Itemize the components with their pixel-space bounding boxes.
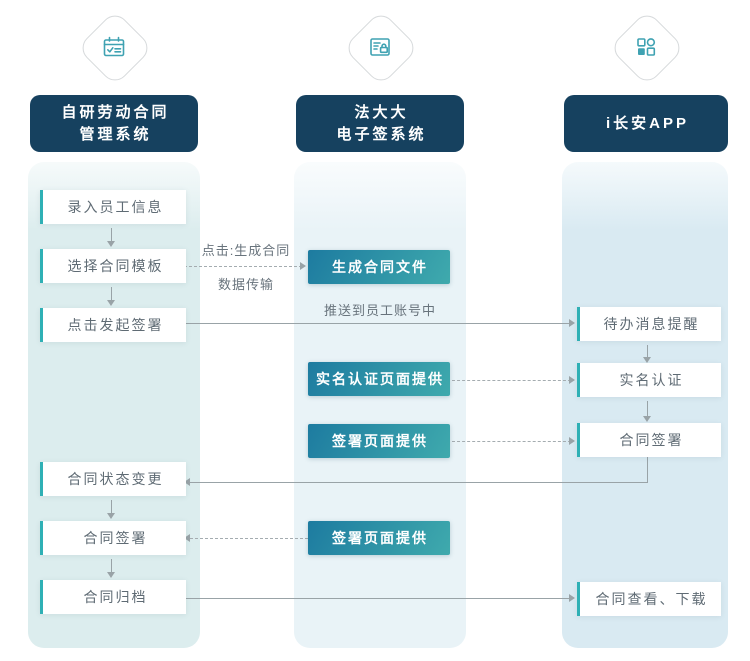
connector-sign-page-to-app-sign bbox=[452, 441, 571, 442]
step-select-contract-template: 选择合同模板 bbox=[40, 249, 186, 283]
step-contract-view-download: 合同查看、下载 bbox=[577, 582, 721, 616]
app-grid-icon bbox=[637, 38, 656, 56]
step-contract-status-change: 合同状态变更 bbox=[40, 462, 186, 496]
arrowhead-right-icon bbox=[300, 262, 306, 270]
connector-app-sign-elbow-vertical bbox=[647, 457, 648, 482]
arrowhead-down-icon bbox=[643, 357, 651, 363]
lane-fadada-background bbox=[294, 162, 466, 648]
step-realname-auth: 实名认证 bbox=[577, 363, 721, 397]
lane-header-ichangan: i长安APP bbox=[564, 95, 728, 152]
arrowhead-left-icon bbox=[184, 478, 190, 486]
step-contract-sign-system: 合同签署 bbox=[40, 521, 186, 555]
lane-header-hr-system: 自研劳动合同 管理系统 bbox=[30, 95, 198, 152]
lane-header-fadada: 法大大 电子签系统 bbox=[296, 95, 464, 152]
lane-ichangan-background bbox=[562, 162, 728, 648]
arrowhead-right-icon bbox=[569, 437, 575, 445]
flow-arrow-down bbox=[111, 228, 112, 241]
flow-arrow-down bbox=[647, 401, 648, 416]
connector-archive-to-view-download bbox=[184, 598, 571, 599]
step-contract-archive: 合同归档 bbox=[40, 580, 186, 614]
lane-title-line: 自研劳动合同 bbox=[61, 103, 170, 121]
flow-arrow-down bbox=[111, 287, 112, 300]
arrowhead-down-icon bbox=[107, 572, 115, 578]
flow-arrow-down bbox=[111, 559, 112, 572]
connector-sign-page-to-system-sign bbox=[190, 538, 308, 539]
step-click-initiate-sign: 点击发起签署 bbox=[40, 308, 186, 342]
arrowhead-right-icon bbox=[569, 376, 575, 384]
flow-arrow-down bbox=[111, 500, 112, 513]
arrowhead-down-icon bbox=[107, 513, 115, 519]
step-todo-message-reminder: 待办消息提醒 bbox=[577, 307, 721, 341]
lane-title-line: 管理系统 bbox=[79, 125, 152, 143]
esign-certificate-icon bbox=[370, 38, 390, 56]
flow-label-click-generate: 点击:生成合同 bbox=[201, 243, 291, 258]
step-contract-sign-app: 合同签署 bbox=[577, 423, 721, 457]
step-enter-employee-info: 录入员工信息 bbox=[40, 190, 186, 224]
arrowhead-left-icon bbox=[184, 534, 190, 542]
step-sign-page-provide-2: 签署页面提供 bbox=[308, 521, 450, 555]
step-sign-page-provide-1: 签署页面提供 bbox=[308, 424, 450, 458]
connector-initiate-sign-to-todo bbox=[184, 323, 571, 324]
step-generate-contract-file: 生成合同文件 bbox=[308, 250, 450, 284]
lane-title-line: i长安APP bbox=[605, 114, 689, 132]
connector-realname-page-to-realname bbox=[452, 380, 571, 381]
arrowhead-right-icon bbox=[569, 319, 575, 327]
lane-title-line: 电子签系统 bbox=[336, 125, 427, 143]
arrowhead-down-icon bbox=[107, 300, 115, 306]
flow-arrow-down bbox=[647, 345, 648, 357]
arrowhead-right-icon bbox=[569, 594, 575, 602]
flow-label-push-to-account: 推送到员工账号中 bbox=[323, 303, 436, 318]
connector-app-sign-to-status-change bbox=[190, 482, 648, 483]
arrowhead-down-icon bbox=[107, 241, 115, 247]
lane-title-line: 法大大 bbox=[354, 103, 409, 121]
step-realname-page-provide: 实名认证页面提供 bbox=[308, 362, 450, 396]
contract-calendar-icon bbox=[103, 36, 125, 57]
flow-label-data-transfer: 数据传输 bbox=[217, 277, 274, 292]
arrowhead-down-icon bbox=[643, 416, 651, 422]
connector-select-template-to-generate bbox=[184, 266, 302, 267]
